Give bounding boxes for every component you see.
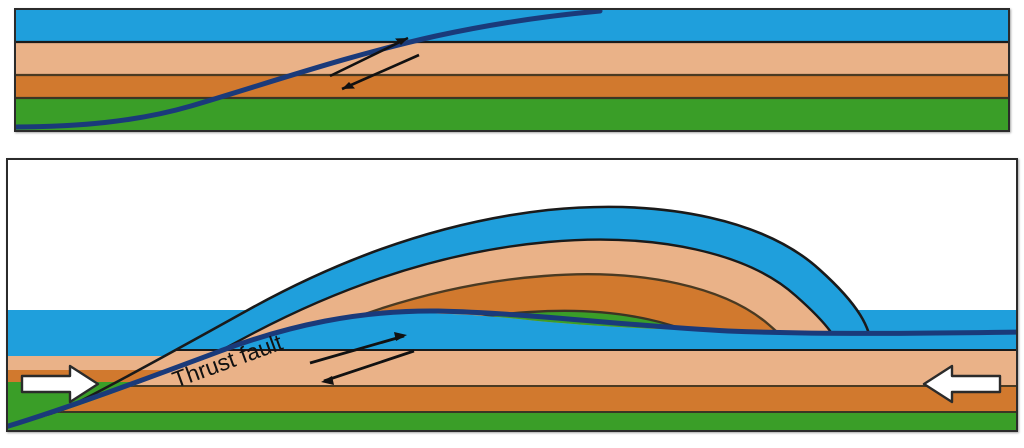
footwall-shear-arrow: [321, 349, 415, 385]
compression-arrow-right: [922, 364, 1002, 404]
orange-unit: [16, 75, 1008, 98]
green-unit: [16, 98, 1008, 130]
hanging-wall-shear-arrow: [329, 36, 409, 78]
footwall-green-unit: [8, 412, 1016, 430]
undeformed-section-drawing: [16, 10, 1008, 130]
footwall-shear-arrow: [341, 53, 420, 91]
blue-unit: [16, 10, 1008, 42]
tan-unit: [16, 42, 1008, 75]
compression-arrow-left: [20, 364, 100, 404]
undeformed-section-panel: [14, 8, 1010, 132]
hanging-wall-shear-arrow: [309, 332, 407, 365]
thrust-fault-trace: [16, 10, 603, 130]
thrust-fault-trace: [8, 308, 1016, 429]
footwall-orange-unit: [8, 386, 1016, 412]
deformed-section-panel: Thrust fault: [6, 158, 1018, 432]
deformed-section-drawing: Thrust fault: [8, 205, 1016, 430]
hw-contact-blue-top: [8, 205, 874, 428]
